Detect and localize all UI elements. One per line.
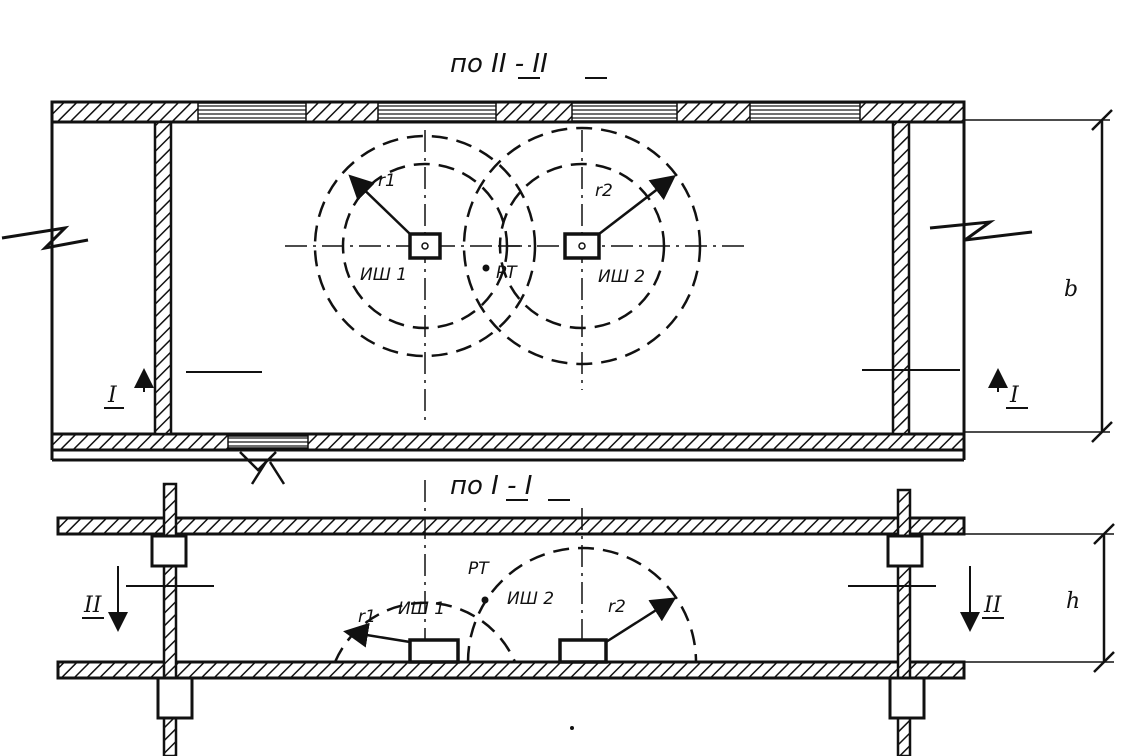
window — [377, 102, 497, 122]
label-ish1-section: ИШ 1 — [398, 599, 445, 619]
sensor-ish2 — [563, 232, 601, 260]
section-view-i: по I - I РТ — [56, 471, 1115, 756]
label-r1: r1 — [378, 171, 396, 191]
bottom-wall — [50, 432, 966, 452]
floor-slab — [56, 660, 966, 680]
right-break-line — [929, 219, 1033, 242]
outer-circle-1 — [313, 134, 537, 358]
point-rt — [482, 264, 490, 272]
section-mark-right: I — [1009, 383, 1020, 408]
inner-circle-2 — [498, 162, 666, 330]
label-ish1: ИШ 1 — [360, 265, 407, 285]
window — [749, 102, 861, 122]
label-rt-section: РТ — [468, 559, 490, 579]
window — [571, 102, 678, 122]
radius-r2-arrow-section — [605, 597, 677, 644]
radius-r1-arrow-section — [343, 622, 411, 648]
outer-circle-2 — [462, 126, 702, 366]
section-mark-left-ii: II — [83, 593, 103, 618]
point-rt-section — [481, 596, 489, 604]
left-partition — [153, 120, 173, 436]
window — [197, 102, 307, 122]
sensor-ish1-floor — [408, 638, 460, 664]
label-rt: РТ — [496, 263, 518, 283]
left-break-line — [1, 225, 89, 251]
label-ish2-section: ИШ 2 — [507, 589, 554, 609]
sensor-ish1 — [408, 232, 442, 260]
inner-circle-1 — [341, 162, 509, 330]
ceiling-slab — [56, 516, 966, 536]
plan-view-title: по II - II — [450, 49, 548, 79]
sensor-ish2-floor — [558, 638, 608, 664]
radius-r1-arrow — [348, 174, 411, 235]
label-dimension-h: h — [1066, 589, 1080, 614]
section-mark-right-ii: II — [983, 593, 1003, 618]
radius-r2-arrow — [598, 174, 676, 235]
semicircle-2 — [466, 546, 698, 663]
label-r2-section: r2 — [608, 597, 626, 617]
label-r1-section: r1 — [358, 607, 376, 627]
right-partition — [891, 120, 911, 436]
section-mark-left: I — [107, 383, 118, 408]
label-r2: r2 — [595, 181, 613, 201]
label-dimension-b: b — [1064, 277, 1078, 302]
label-ish2: ИШ 2 — [598, 267, 645, 287]
plan-view-section-ii: по II - II — [1, 49, 1113, 485]
section-view-title: по I - I — [450, 471, 532, 501]
